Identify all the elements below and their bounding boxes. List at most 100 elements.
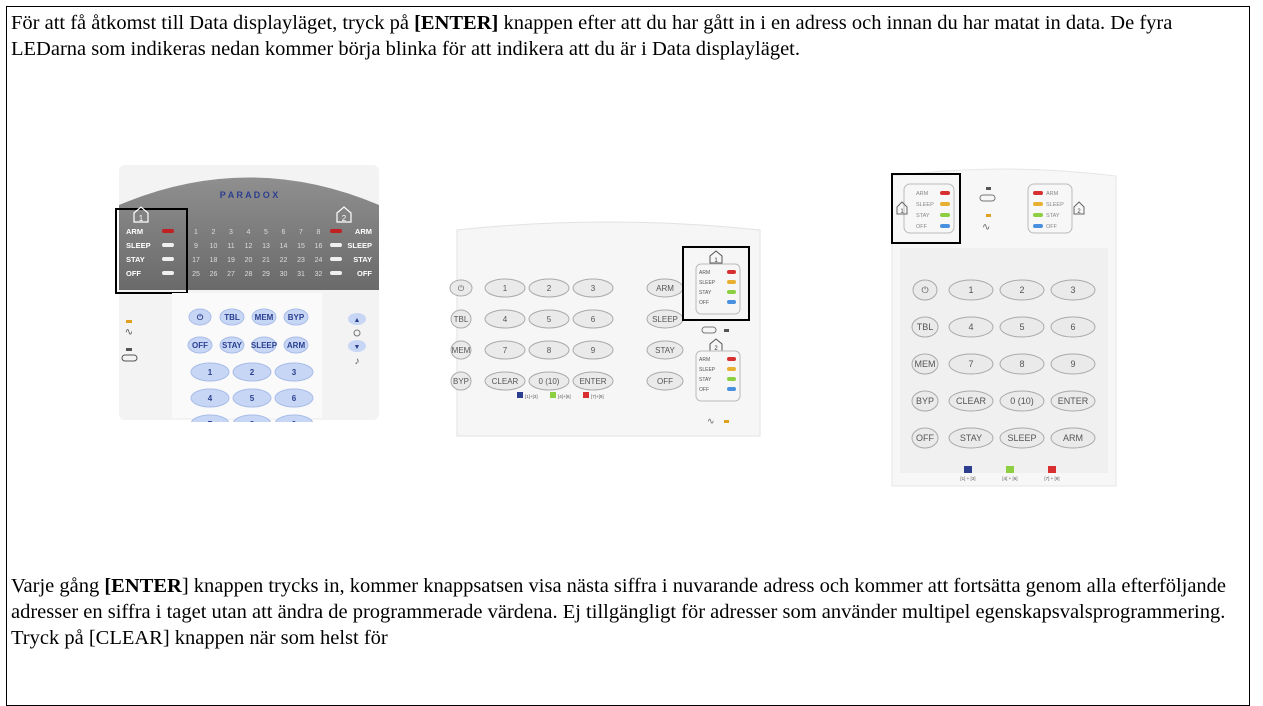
keypad2-panic-label-0: [1]+[3] [525,394,538,399]
keypad3-key-stay-label: STAY [960,433,982,443]
keypad1-key-byp-label: BYP [288,313,305,322]
keypad1-display [119,177,379,290]
keypad2-area1-led-1 [727,280,736,284]
keypad1-zone-6: 6 [282,229,286,236]
keypad2-panic-icon-1 [550,392,556,398]
keypad1-led-left-3 [162,271,174,275]
keypad1-zone-13: 13 [262,243,270,250]
keypad1-zone-29: 29 [262,271,270,278]
scroll-up-icon: ▲ [354,317,361,324]
body-text-1: Varje gång [11,575,105,597]
keypad3-key-enter [1050,390,1096,412]
keypad2-area1-status-off: OFF [699,300,709,306]
keypad2-area2-led-0 [727,357,736,361]
enter-key-bold-2: [ENTER [104,575,182,597]
keypad2-key-mem [450,340,472,360]
ac-wave-icon: ∿ [125,327,133,338]
keypad3-key-tbl [911,316,939,338]
keypad1-status-off: OFF [126,269,141,278]
keypad2-area1-led-3 [727,300,736,304]
keypad1-key-byp [283,308,309,326]
keypad2-area1-led-2 [727,290,736,294]
keypad1-status-sleep: SLEEP [126,241,151,250]
keypad1-zone-16: 16 [315,243,323,250]
keypad1-zone-25: 25 [192,271,200,278]
scroll-down-button [348,340,366,352]
keypad2-area1-status-arm: ARM [699,270,710,276]
keypad1-key-sleep [251,336,277,354]
keypad3-area1: 1 [900,209,904,215]
keypad3-key-3 [1050,279,1096,301]
keypad2-key-clear [484,371,526,391]
keypad3-key-010 [999,390,1045,412]
keypad3-key-clear [948,390,994,412]
keypad3-key-tbl-label: TBL [917,322,934,332]
keypad2-key-sleep-label: SLEEP [652,315,678,324]
keypad1-zone-28: 28 [245,271,253,278]
keypad1-led-left-2 [162,257,174,261]
keypad1-key-1 [190,362,230,382]
keypad1-key-off [187,336,213,354]
keypad1-zone-23: 23 [297,257,305,264]
keypad2-area1: 1 [714,258,718,264]
keypad3-key-8-label: 8 [1019,359,1024,369]
keypad3-key-clear-label: CLEAR [956,396,987,406]
keypad2-area1-house-icon [709,250,723,264]
keypad2-key-2-label: 2 [547,284,552,293]
keypad3-key-9-label: 9 [1070,359,1075,369]
keypad2-body [456,221,761,437]
keypad3-area2-status-arm: ARM [1046,191,1059,197]
keypad3-key-6-label: 6 [1070,322,1075,332]
keypad3-area2-led-2 [1033,213,1043,217]
keypad1-status-stay: STAY [126,255,145,264]
keypad1-led-right-2 [330,257,342,261]
body-paragraph: Varje gång [ENTER] knappen trycks in, ko… [11,573,1246,651]
keypad2-area2-panel [695,350,741,402]
keypad2-key-1 [484,278,526,298]
keypad2-key-byp [450,371,472,391]
keypad3-key-5 [999,316,1045,338]
keypad2-key-9 [572,340,614,360]
keypad3-area2-led-1 [1033,202,1043,206]
keypad1-zone-12: 12 [245,243,253,250]
keypad2-key-010 [528,371,570,391]
keypad3-key-4-label: 4 [968,322,973,332]
keypad1-area1: 1 [139,214,144,223]
intro-paragraph: För att få åtkomst till Data displayläge… [11,10,1246,62]
keypad1-key-stay-label: STAY [222,341,243,350]
keypad2-panic-icon-2 [583,392,589,398]
keypad1-zone-21: 21 [262,257,270,264]
keypad3-area1-led-0 [940,191,950,195]
keypad1-key-5-label: 5 [250,394,255,403]
keypad3-key-1 [948,279,994,301]
keypad2-key-9-label: 9 [591,346,596,355]
keypad3-key-7-label: 7 [968,359,973,369]
keypad1-zone-7: 7 [299,229,303,236]
indicator-circle-icon [353,329,361,337]
keypad3-area2-panel [1027,183,1073,234]
keypad2-area2-status-arm: ARM [699,357,710,363]
keypad1-key-tbl [219,308,245,326]
keypad2-key-5 [528,309,570,329]
keypad2-area2: 2 [714,346,718,352]
keypad2-area2-house-icon [709,338,723,352]
keypad1-brand: P A R A D O X [220,190,279,200]
keypad3-panic-icon-0 [964,466,972,473]
keypad3-area1-status-stay: STAY [916,213,930,219]
keypad3-area1-led-1 [940,202,950,206]
keypad3-key-5-label: 5 [1019,322,1024,332]
keypad3-key-off [911,427,939,449]
keypad3-key-4 [948,316,994,338]
keypad2-key-byp-label: BYP [453,377,469,386]
scroll-up-button [348,313,366,325]
keypad1-zone-15: 15 [297,243,305,250]
keypad2-key-4-label: 4 [503,315,508,324]
keypad1-zone-31: 31 [297,271,305,278]
enter-key-bold: [ENTER] [414,12,499,34]
keypad3-key-3-label: 3 [1070,285,1075,295]
keypad2-battery-led [724,329,729,332]
keypad3-key-mem [911,353,939,375]
keypad1-zone-32: 32 [315,271,323,278]
